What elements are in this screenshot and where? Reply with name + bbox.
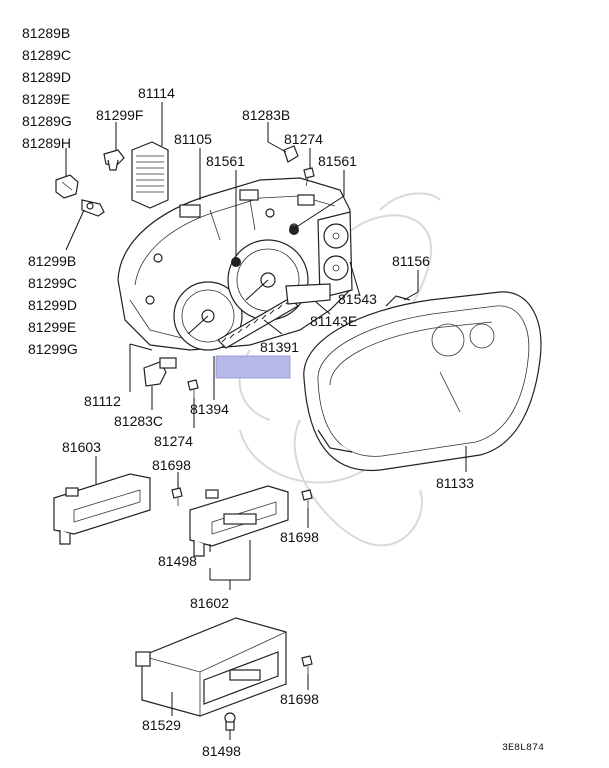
label-81299-0: 81299B xyxy=(28,253,76,269)
label-81289-2: 81289D xyxy=(22,69,71,85)
highlight-box xyxy=(215,355,291,379)
bulb-socket-81289 xyxy=(55,174,79,199)
clip-81299F xyxy=(103,149,125,171)
label-81698-b: 81698 xyxy=(280,529,319,545)
control-unit-81529 xyxy=(135,617,287,717)
label-list-81299: 81299B 81299C 81299D 81299E 81299G xyxy=(28,253,78,357)
tachometer-gauge xyxy=(227,239,309,321)
screw-81274-top xyxy=(303,167,315,187)
screw-81274-lower xyxy=(187,379,199,398)
leader-81391 xyxy=(263,319,283,335)
label-81299F: 81299F xyxy=(96,107,143,123)
label-81289-5: 81289H xyxy=(22,135,71,151)
label-81289-1: 81289C xyxy=(22,47,71,63)
diagram-code: 3E8L874 xyxy=(502,743,544,754)
label-81133: 81133 xyxy=(436,475,474,491)
meter-glass-81133 xyxy=(303,291,542,472)
bulb-holder-81283C xyxy=(143,357,177,387)
label-81283C: 81283C xyxy=(114,413,163,429)
label-81391: 81391 xyxy=(260,339,299,355)
label-81156: 81156 xyxy=(392,253,430,269)
knob-81498-b xyxy=(224,712,236,731)
small-gauges-81543 xyxy=(317,211,353,299)
label-81602: 81602 xyxy=(190,595,229,611)
label-81274-lower: 81274 xyxy=(154,433,193,449)
label-81561-a: 81561 xyxy=(206,153,245,169)
screw-81698-c xyxy=(301,655,313,674)
plate-81391 xyxy=(217,297,299,349)
label-81289-4: 81289G xyxy=(22,113,72,129)
label-81289-3: 81289E xyxy=(22,91,70,107)
label-list-81289: 81289B 81289C 81289D 81289E 81289G 81289… xyxy=(22,25,72,151)
bulb-81561-a xyxy=(231,257,241,267)
speedometer-gauge xyxy=(173,281,243,351)
label-81283B: 81283B xyxy=(242,107,290,123)
leader-81156-2 xyxy=(403,291,419,301)
bulb-81283B xyxy=(283,145,299,163)
label-81529: 81529 xyxy=(142,717,181,733)
label-81698-a: 81698 xyxy=(152,457,191,473)
label-81289-0: 81289B xyxy=(22,25,70,41)
leader-81283B-2 xyxy=(267,141,287,153)
switch-81603 xyxy=(53,473,151,545)
label-81698-c: 81698 xyxy=(280,691,319,707)
label-81498-b: 81498 xyxy=(202,743,241,759)
label-81274-top: 81274 xyxy=(284,131,323,147)
bulb-81299 xyxy=(81,199,105,217)
label-81543: 81543 xyxy=(338,291,377,307)
label-81299-1: 81299C xyxy=(28,275,77,291)
label-81143E: 81143E xyxy=(310,313,357,329)
label-81603: 81603 xyxy=(62,439,101,455)
bar-81143E xyxy=(285,283,331,305)
label-81498-a: 81498 xyxy=(158,553,197,569)
leader-81299 xyxy=(65,209,85,251)
label-81114: 81114 xyxy=(138,85,175,101)
label-81561-b: 81561 xyxy=(318,153,357,169)
printed-circuit-81114 xyxy=(131,141,169,209)
screw-81698-b xyxy=(301,489,313,508)
leader-81112-2 xyxy=(129,343,153,351)
label-81299-2: 81299D xyxy=(28,297,77,313)
label-81394: 81394 xyxy=(190,401,229,417)
leader-81543 xyxy=(349,261,361,297)
leader-81143E xyxy=(315,301,331,315)
switch-81498-a xyxy=(189,485,289,557)
label-81299-3: 81299E xyxy=(28,319,76,335)
screw-81698-a xyxy=(171,487,183,506)
bulb-81561-b xyxy=(289,225,299,235)
leader-81561-b2 xyxy=(297,195,345,227)
label-81112: 81112 xyxy=(84,393,121,409)
label-81105: 81105 xyxy=(174,131,212,147)
label-81299-4: 81299G xyxy=(28,341,78,357)
